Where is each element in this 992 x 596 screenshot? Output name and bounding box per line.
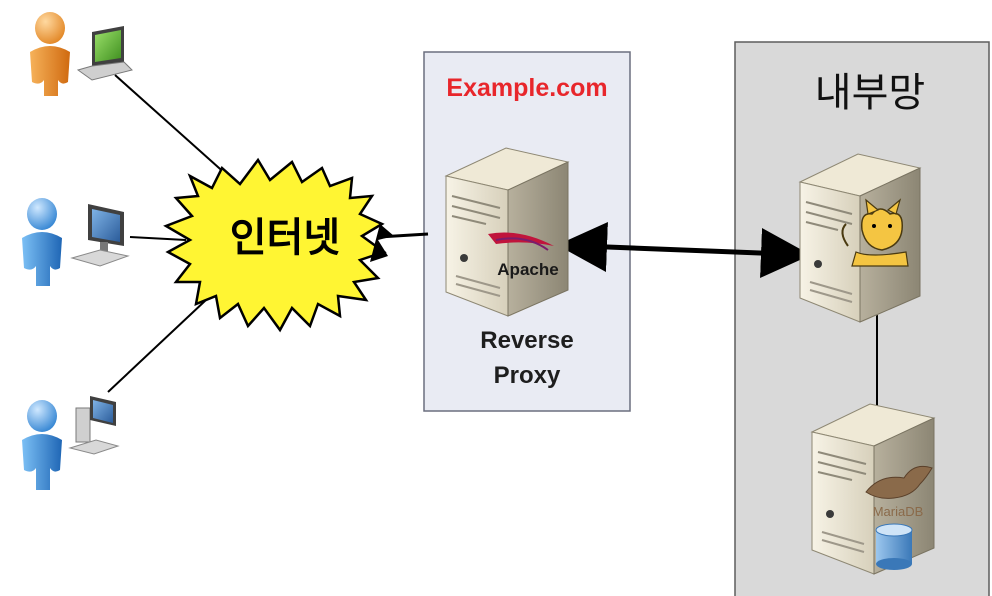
user-icon xyxy=(22,400,62,490)
connection-line-user2 xyxy=(129,236,187,241)
desktop-computer-icon xyxy=(68,396,120,455)
internal-network-label: 내부망 xyxy=(814,70,926,116)
laptop-icon xyxy=(76,26,133,81)
internet-label: 인터넷 xyxy=(229,215,341,261)
user-icon xyxy=(22,198,62,286)
mariadb-server-icon: MariaDB xyxy=(810,403,936,575)
proxy-tomcat-arrow xyxy=(557,221,811,279)
reverse-proxy-label-line2: Proxy xyxy=(493,362,561,389)
user-icon xyxy=(30,12,70,96)
tomcat-server-icon xyxy=(798,153,922,323)
internet-burst-icon xyxy=(163,157,394,333)
mariadb-seal-icon xyxy=(865,465,933,499)
connection-line-user1 xyxy=(114,74,229,177)
apache-server-icon: Apache xyxy=(444,147,570,317)
connection-line-user3 xyxy=(107,299,207,393)
tomcat-cat-icon xyxy=(841,198,909,267)
apache-label: Apache xyxy=(497,260,558,279)
mariadb-label: MariaDB xyxy=(873,504,924,519)
desktop-computer-icon xyxy=(70,204,130,267)
reverse-proxy-label-line1: Reverse xyxy=(480,327,574,354)
database-cylinder-icon xyxy=(875,523,913,570)
domain-label: Example.com xyxy=(446,74,608,102)
